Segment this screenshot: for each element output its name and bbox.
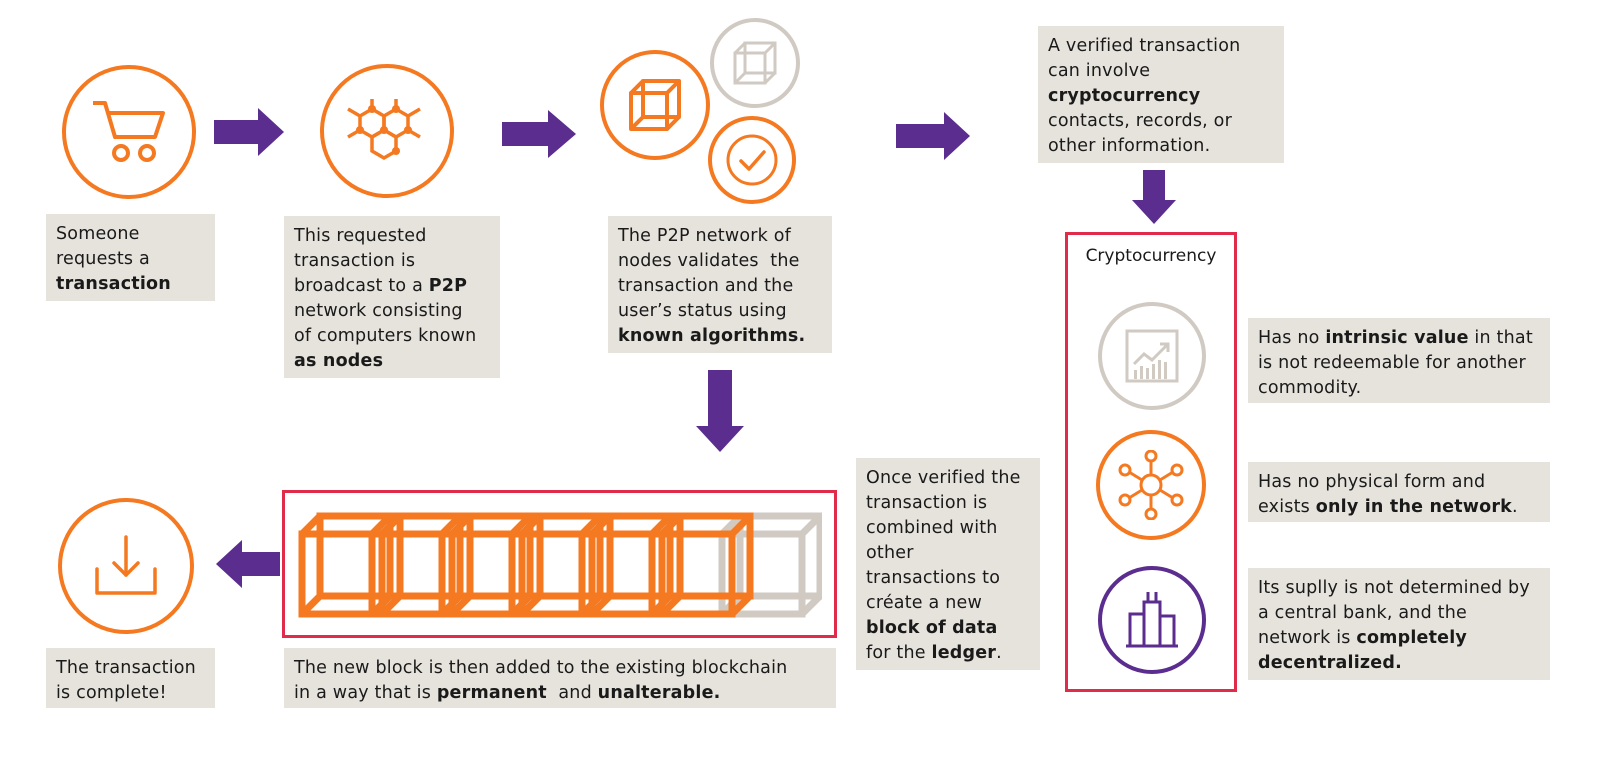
network-nodes-icon <box>347 99 421 161</box>
arrow-down-icon <box>696 370 744 452</box>
fact3-a: network is <box>1258 628 1357 648</box>
fact2-line1: Has no physical form and <box>1258 472 1486 492</box>
complete-line2: is complete! <box>56 683 167 703</box>
gray-cube-icon <box>733 41 777 85</box>
fact1-a: Has no <box>1258 328 1326 348</box>
chart-icon-circle <box>1098 302 1206 410</box>
fact1-line2: is not redeemable for another <box>1258 353 1526 373</box>
validate-step-text: The P2P network of nodes validates the t… <box>608 216 832 353</box>
combined-line7: block of data <box>866 618 998 638</box>
request-step-text: Someone requests a transaction <box>46 214 215 301</box>
arrow-icon <box>214 108 284 156</box>
verified-line1: A verified transaction <box>1048 36 1241 56</box>
arrow-icon <box>896 112 970 160</box>
combined-line2: transaction is <box>866 493 988 513</box>
request-bold: transaction <box>56 274 171 294</box>
chain-block-cube <box>298 512 404 618</box>
complete-step-text: The transaction is complete! <box>46 648 215 708</box>
added-line2b: permanent <box>436 683 547 703</box>
blockchain-frame <box>282 490 837 638</box>
check-icon <box>726 134 778 186</box>
request-line1: Someone <box>56 224 140 244</box>
arrow-left-icon <box>216 540 280 588</box>
added-line2c: and <box>546 683 598 703</box>
added-step-text: The new block is then added to the exist… <box>284 648 836 708</box>
combined-line1: Once verified the <box>866 468 1021 488</box>
complete-line1: The transaction <box>56 658 196 678</box>
broadcast-line4: network consisting <box>294 301 463 321</box>
combined-line8b: ledger <box>931 643 997 663</box>
hub-icon <box>1118 450 1184 520</box>
request-line2: requests a <box>56 249 150 269</box>
download-icon <box>95 535 157 595</box>
fact3-line1: Its suplly is not determined by <box>1258 578 1530 598</box>
fact3-line2: a central bank, and the <box>1258 603 1467 623</box>
verified-line5: other information. <box>1048 136 1211 156</box>
hub-icon-circle <box>1096 430 1206 540</box>
broadcast-line3b: P2P <box>428 276 468 296</box>
broadcast-line6: as nodes <box>294 351 384 371</box>
combined-step-text: Once verified the transaction is combine… <box>856 458 1040 670</box>
cryptocurrency-title: Cryptocurrency <box>1085 246 1217 266</box>
crypto-fact-2: Has no physical form and exists only in … <box>1248 462 1550 522</box>
network-nodes-icon-circle <box>320 64 454 198</box>
combined-line8c: . <box>996 643 1002 663</box>
check-icon-circle <box>708 116 796 204</box>
cart-icon <box>93 101 165 162</box>
validate-line5: known algorithms. <box>618 326 806 346</box>
cube-icon-circle <box>600 50 710 160</box>
combined-line6: créate a new <box>866 593 982 613</box>
combined-line3: combined with <box>866 518 998 538</box>
verified-step-text: A verified transaction can involve crypt… <box>1038 26 1284 163</box>
arrow-down-icon <box>1132 170 1176 224</box>
validate-line2: nodes validates the <box>618 251 800 271</box>
broadcast-line1: This requested <box>294 226 427 246</box>
arrow-icon <box>502 110 576 158</box>
chain-block-cube <box>368 512 474 618</box>
broadcast-line3a: broadcast to a <box>294 276 429 296</box>
broadcast-step-text: This requested transaction is broadcast … <box>284 216 500 378</box>
fact2-a: exists <box>1258 497 1316 517</box>
fact2-c: . <box>1512 497 1518 517</box>
cube-icon <box>629 79 681 131</box>
crypto-fact-1: Has no intrinsic value in that is not re… <box>1248 318 1550 403</box>
chart-icon <box>1125 329 1179 383</box>
broadcast-line2: transaction is <box>294 251 416 271</box>
download-icon-circle <box>58 498 194 634</box>
verified-line3: cryptocurrency <box>1048 86 1201 106</box>
validate-line1: The P2P network of <box>618 226 792 246</box>
fact1-line3: commodity. <box>1258 378 1362 398</box>
buildings-icon-circle <box>1098 566 1206 674</box>
cryptocurrency-panel <box>1065 232 1237 692</box>
combined-line5: transactions to <box>866 568 1001 588</box>
crypto-fact-3: Its suplly is not determined by a centra… <box>1248 568 1550 680</box>
fact1-c: in that <box>1468 328 1533 348</box>
buildings-icon <box>1126 592 1178 648</box>
added-line2a: in a way that is <box>294 683 437 703</box>
verified-line2: can involve <box>1048 61 1151 81</box>
fact1-b: intrinsic value <box>1325 328 1469 348</box>
fact3-b: completely <box>1356 628 1468 648</box>
cart-icon-circle <box>62 65 196 199</box>
added-line1: The new block is then added to the exist… <box>294 658 788 678</box>
validate-line3: transaction and the <box>618 276 794 296</box>
fact2-b: only in the network <box>1315 497 1513 517</box>
verified-line4: contacts, records, or <box>1048 111 1232 131</box>
gray-cube-icon-circle <box>710 18 800 108</box>
added-line2d: unalterable. <box>597 683 721 703</box>
combined-line8a: for the <box>866 643 932 663</box>
fact3-line4: decentralized. <box>1258 653 1402 673</box>
broadcast-line5: of computers known <box>294 326 477 346</box>
validate-line4: user’s status using <box>618 301 787 321</box>
combined-line4: other <box>866 543 914 563</box>
blockchain-icon <box>298 512 822 618</box>
